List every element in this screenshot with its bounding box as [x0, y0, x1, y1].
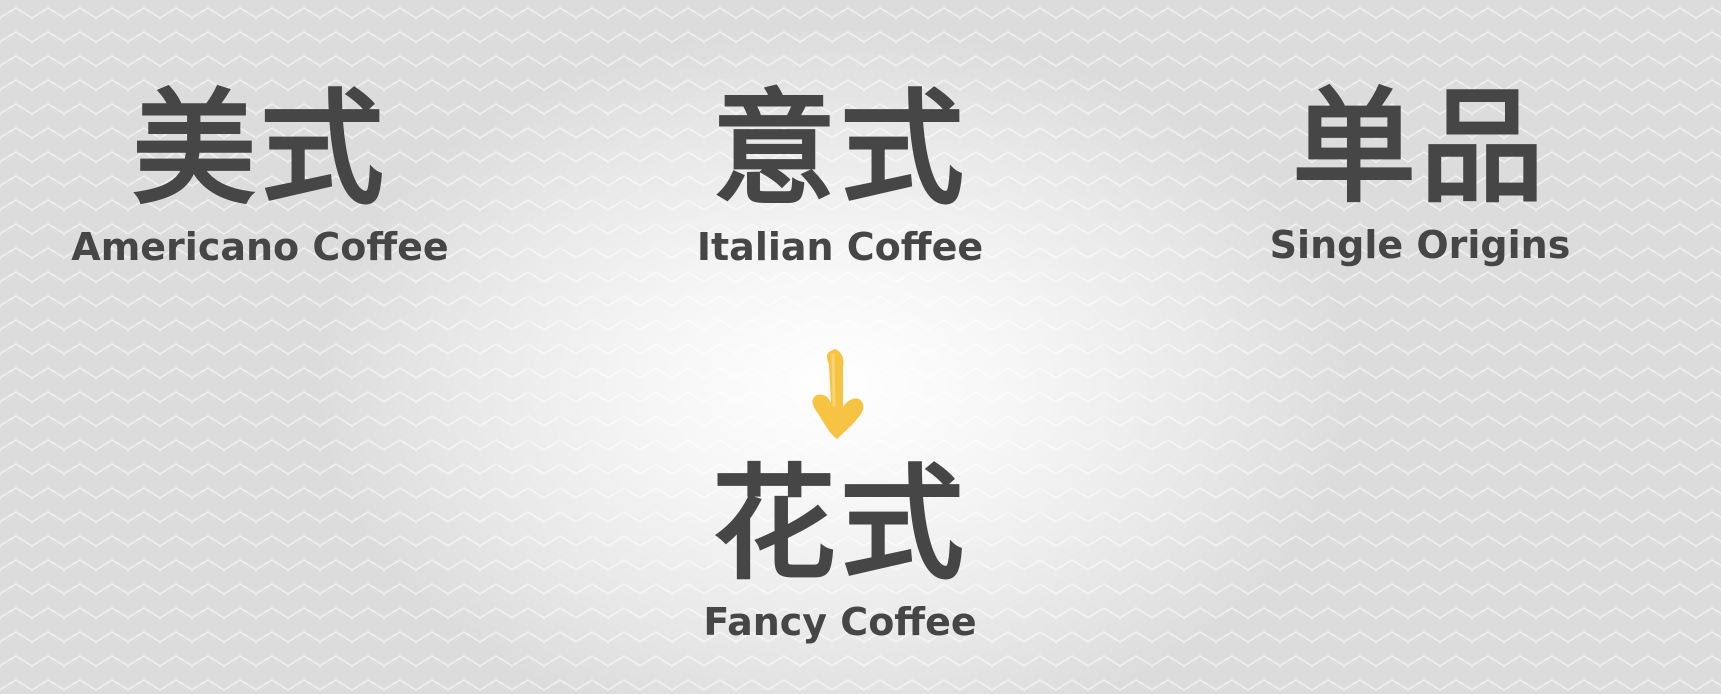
fancy-chinese-title: 花式 [711, 453, 968, 597]
fancy-english-title: Fancy Coffee [703, 600, 977, 644]
italian-chinese-title: 意式 [711, 78, 968, 222]
category-single-origins: 单品 Single Origins [1210, 78, 1630, 268]
arrow-down-icon [812, 349, 864, 439]
single-origins-chinese-title: 单品 [1291, 76, 1548, 220]
italian-english-title: Italian Coffee [696, 225, 984, 269]
americano-chinese-title: 美式 [131, 78, 388, 222]
americano-english-title: Americano Coffee [71, 225, 449, 269]
category-americano: 美式 Americano Coffee [40, 80, 480, 270]
category-fancy: 花式 Fancy Coffee [630, 455, 1050, 645]
single-origins-english-title: Single Origins [1269, 223, 1571, 267]
category-italian: 意式 Italian Coffee [630, 80, 1050, 270]
